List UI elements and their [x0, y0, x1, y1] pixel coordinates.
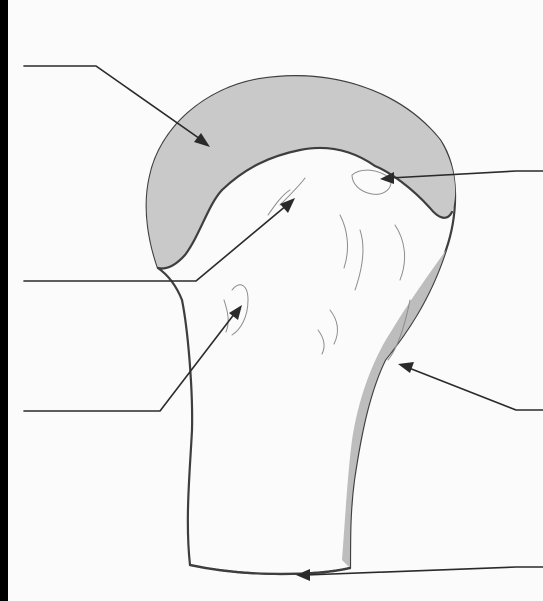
diagram-canvas: [0, 0, 543, 601]
bone-figure: [0, 0, 543, 601]
